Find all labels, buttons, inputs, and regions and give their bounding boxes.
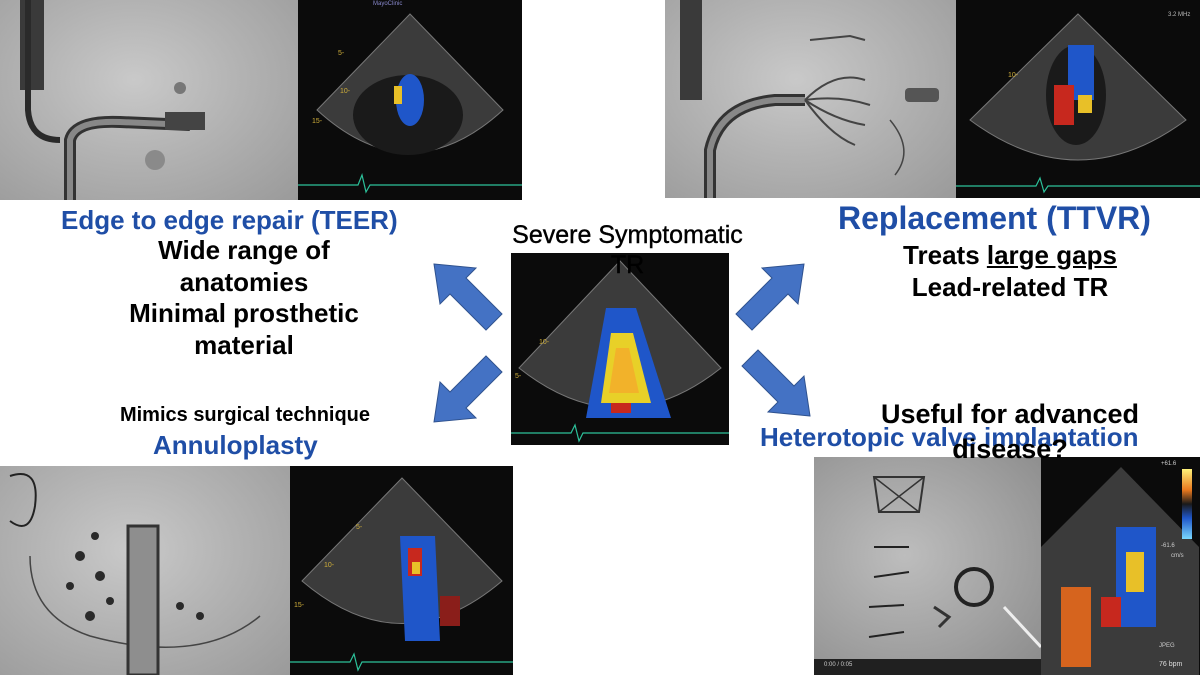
ttvr-line1-underlined: large gaps (986, 240, 1117, 270)
center-echo-depth-10: 10- (539, 339, 550, 346)
center-title-line1: Severe Symptomatic (512, 221, 743, 249)
teer-description: Wide range of anatomies Minimal prosthet… (84, 235, 404, 362)
heterotopic-fluoroscopy-image: 0:00 / 0:05 (814, 457, 1041, 675)
center-echo-depth-5: 5- (515, 373, 522, 380)
ttvr-line1-prefix: Treats (903, 240, 987, 270)
arrow-to-heterotopic (741, 349, 811, 417)
teer-title: Edge to edge repair (TEER) (61, 205, 398, 235)
ttvr-title: Replacement (TTVR) (838, 200, 1151, 236)
teer-echo-image: MayoClinic 5- 10- 15- (298, 0, 522, 200)
teer-echo-header-label: MayoClinic (373, 1, 403, 7)
ttvr-echo-image: 3.2 MHz 10- (956, 0, 1200, 198)
heterotopic-title: Heterotopic valve implantation (760, 422, 1139, 452)
arrow-to-ttvr (735, 263, 805, 331)
teer-line3: Minimal prosthetic (129, 298, 359, 329)
teer-echo-depth-5: 5- (338, 50, 345, 57)
teer-line4: material (194, 330, 294, 361)
heterotopic-echo-heart-rate: 76 bpm (1159, 661, 1183, 668)
teer-echo-depth-10: 10- (340, 88, 351, 95)
annuloplasty-echo-image: 5- 10- 15- (290, 466, 513, 675)
ttvr-description: Treats large gaps Lead-related TR (860, 240, 1160, 303)
heterotopic-echo-image: +61.6 -61.6 cm/s JPEG 76 bpm (1041, 457, 1200, 675)
annuloplasty-echo-depth-10: 10- (324, 562, 335, 569)
heterotopic-subtitle-line1: Useful for advanced (880, 399, 1140, 429)
annuloplasty-subtitle: Mimics surgical technique (119, 404, 371, 426)
center-title-line2: TR (610, 251, 645, 279)
ttvr-fluoroscopy-image (665, 0, 956, 198)
heterotopic-subtitle-line2: disease? (952, 434, 1068, 464)
ttvr-echo-depth-10: 10- (1008, 72, 1019, 79)
heterotopic-scale-unit: cm/s (1171, 553, 1184, 559)
teer-line2: anatomies (179, 266, 309, 297)
arrow-to-annuloplasty (433, 355, 503, 423)
annuloplasty-echo-depth-15: 15- (294, 602, 305, 609)
annuloplasty-echo-depth-5: 5- (356, 524, 363, 531)
center-echo-image: 10- 5- (511, 253, 729, 445)
heterotopic-echo-format: JPEG (1159, 643, 1175, 649)
heterotopic-scale-bottom: -61.6 (1161, 543, 1175, 549)
heterotopic-video-time: 0:00 / 0:05 (824, 662, 853, 668)
ttvr-line2: Lead-related TR (911, 271, 1109, 302)
ttvr-line1: Treats large gaps (860, 240, 1160, 272)
arrow-to-teer (433, 263, 503, 331)
heterotopic-scale-top: +61.6 (1161, 461, 1177, 467)
annuloplasty-title: Annuloplasty (153, 430, 318, 460)
ttvr-echo-frequency-label: 3.2 MHz (1168, 12, 1191, 18)
teer-line1: Wide range of (158, 235, 330, 265)
teer-echo-depth-15: 15- (312, 118, 323, 125)
annuloplasty-fluoroscopy-image (0, 466, 290, 675)
teer-fluoroscopy-image (0, 0, 298, 200)
